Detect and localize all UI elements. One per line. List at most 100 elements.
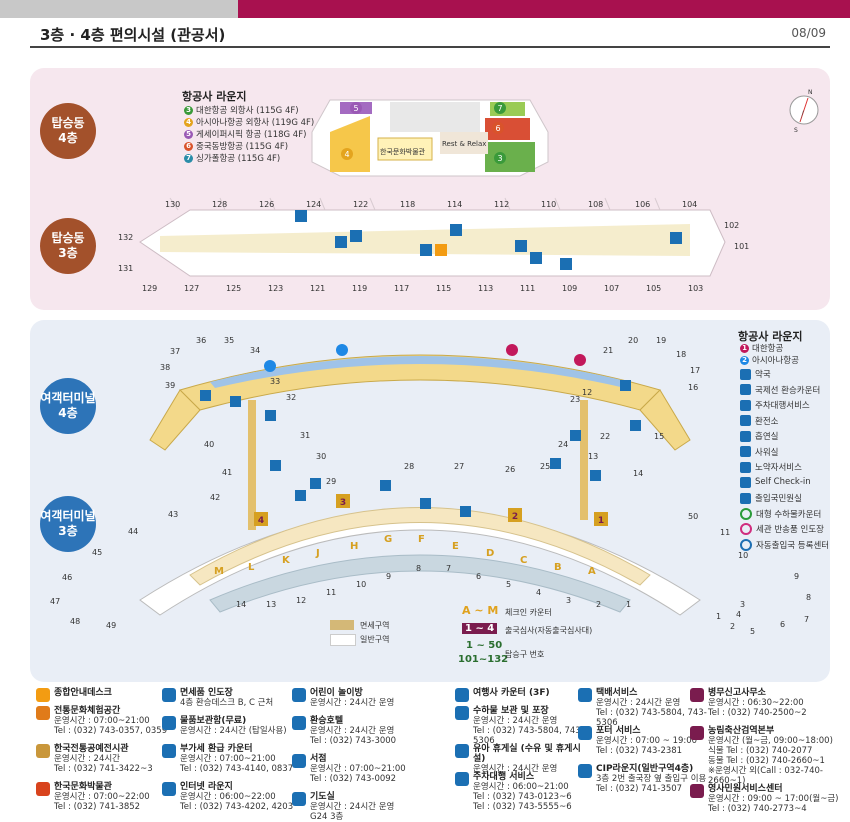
checkin-icon: [740, 476, 751, 488]
facility-title: 물품보관함(무료): [180, 716, 247, 726]
counter-range: A ~ M: [462, 604, 499, 617]
facility-title: 여행사 카운터 (3F): [473, 688, 550, 698]
gate-range-2: 101~132: [458, 654, 509, 665]
inner-gate-label: 4: [536, 588, 542, 597]
facility-item: 물품보관함(무료)운영시간 : 24시간 (탑일사용): [180, 716, 300, 736]
inner-gate-label: 8: [416, 564, 422, 573]
lounge-5-marker: [350, 102, 362, 114]
facility-detail: 운영시간 : 06:00~22:00: [180, 792, 276, 802]
legend-row: 주차대행서비스: [740, 399, 810, 411]
badge-line1: 여객터미널: [40, 509, 96, 523]
gate-label: 46: [62, 573, 73, 582]
concourse-4f-badge: 탑승동 4층: [40, 103, 96, 159]
gate-label: 111: [520, 284, 536, 293]
facility-detail: 동물 Tel : (032) 740-2660~1: [708, 756, 825, 766]
facility-title: 수하물 보관 및 포장: [473, 706, 549, 716]
svg-text:S: S: [794, 127, 798, 134]
facility-detail: 4층 환승데스크 B, C 근처: [180, 698, 274, 708]
checkin-counter: L: [248, 561, 255, 573]
gate-label: 10: [738, 551, 749, 560]
gate-label: 17: [690, 366, 701, 375]
checkin-counter: H: [350, 540, 359, 552]
gate-label: 14: [633, 469, 644, 478]
exchange-icon: [740, 384, 751, 395]
gate-label: 19: [656, 336, 667, 345]
west-connector: [248, 400, 256, 530]
checkin-counter: J: [316, 547, 320, 559]
gate-label: 16: [688, 383, 699, 392]
concourse-3f-map: [139, 197, 726, 277]
legend-text: 노약자서비스: [755, 463, 802, 473]
terminal-3f-badge: 여객터미널 3층: [40, 496, 96, 552]
legend-text: 흡연실: [755, 432, 779, 442]
lounge-1-marker-east: [574, 354, 586, 366]
general-swatch: [330, 634, 356, 646]
gate-label: 32: [286, 393, 297, 402]
counter-range-text: 체크인 카운터: [505, 608, 552, 617]
gate-label: 101: [734, 242, 750, 251]
terminal-map: 4 3 2 1: [139, 344, 701, 616]
gate-label: 102: [724, 221, 740, 230]
gate-label: 109: [562, 284, 578, 293]
checkin-counter: B: [554, 561, 562, 573]
gate-label: 112: [494, 200, 510, 209]
legend-row: 출입국민원실: [740, 492, 802, 504]
gate-bridges: [169, 197, 661, 211]
lounge-2-marker-west: [264, 360, 276, 372]
facility-item: 유아 휴게실 (수유 및 휴게시설)운영시간 : 24시간 운영: [473, 744, 593, 774]
gate-label: 129: [142, 284, 158, 293]
svg-text:2: 2: [512, 512, 518, 522]
terminal-lounge-title: 항공사 라운지: [738, 330, 803, 343]
inner-gate-label: 11: [326, 588, 337, 597]
concourse-3f-badge: 탑승동 3층: [40, 218, 96, 274]
facility-detail: Tel : (032) 743-2381: [596, 746, 683, 756]
facility-detail: 식물 Tel : (032) 740-2077: [708, 746, 813, 756]
facility-detail: 운영시간 : 06:30~22:00: [708, 698, 804, 708]
facility-title: 영사민원서비스센터: [708, 784, 783, 794]
terminal-inner-ring: [209, 554, 631, 613]
gate-label: 45: [92, 548, 103, 557]
prayer-icon: [740, 446, 751, 457]
facility-detail: Tel : (032) 743-0357, 0359: [54, 726, 168, 736]
inner-gate-label: 6: [476, 572, 482, 581]
gate-label: 28: [404, 462, 415, 471]
gate-label: 115: [436, 284, 452, 293]
gate-label: 6: [780, 620, 786, 629]
facility-detail: 운영시간 : 07:00 ~ 19:00: [596, 736, 698, 746]
lounge-text: 중국동방항공 (115G 4F): [196, 142, 289, 152]
legend-row: 환전소: [740, 415, 778, 427]
badge-line2: 4층: [58, 406, 78, 420]
duty-free-label: 면세구역: [360, 621, 390, 630]
facility-title: 병무신고사무소: [708, 688, 766, 698]
facility-icon: [36, 744, 50, 758]
service-markers: [200, 380, 641, 517]
checkin-counter: D: [486, 547, 495, 559]
smoking-marker: [350, 230, 362, 242]
facility-detail: 운영시간 : 09:00 ~ 17:00(월~금): [708, 794, 839, 804]
gate-label: 48: [70, 617, 81, 626]
baggage-icon: [740, 507, 752, 520]
lounge-text: 싱가폴항공 (115G 4F): [196, 154, 281, 164]
facility-title: 전통문화체험공간: [54, 706, 121, 716]
hotel-icon: [292, 716, 306, 730]
legend-row: 흡연실: [740, 430, 778, 442]
concourse-duty-free-strip: [160, 224, 690, 256]
facility-icon: [36, 706, 50, 720]
facility-detail: 운영시간 : 24시간 운영: [310, 726, 395, 736]
gate-label: 33: [270, 377, 281, 386]
checkin-counter: F: [418, 533, 425, 545]
facility-detail: 운영시간 : 07:00~21:00: [310, 764, 406, 774]
disabled-icon: [740, 461, 751, 473]
duty-free-pickup-icon: [162, 688, 176, 702]
facility-detail: Tel : (032) 743-4202, 4203: [180, 802, 294, 812]
gate-label: 126: [259, 200, 275, 209]
